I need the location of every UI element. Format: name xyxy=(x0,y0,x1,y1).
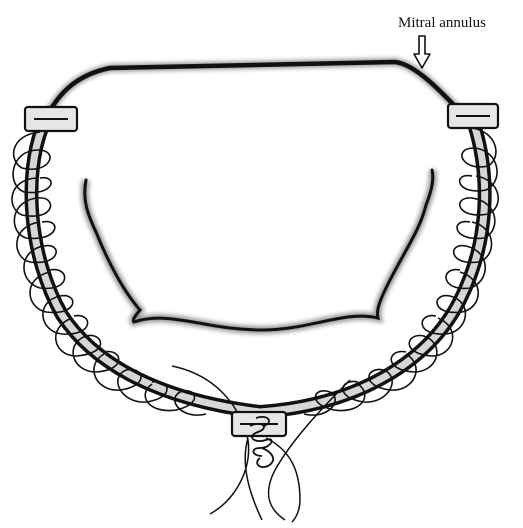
loose-suture-ends xyxy=(172,366,350,522)
mitral-annulus-label: Mitral annulus xyxy=(398,15,486,31)
mitral-annulus-outline xyxy=(40,62,470,130)
pointer-arrow xyxy=(414,36,430,68)
running-suture xyxy=(12,128,498,415)
right-pledget xyxy=(448,104,498,128)
left-pledget xyxy=(25,107,77,131)
valve-leaflet-margin xyxy=(85,170,433,330)
